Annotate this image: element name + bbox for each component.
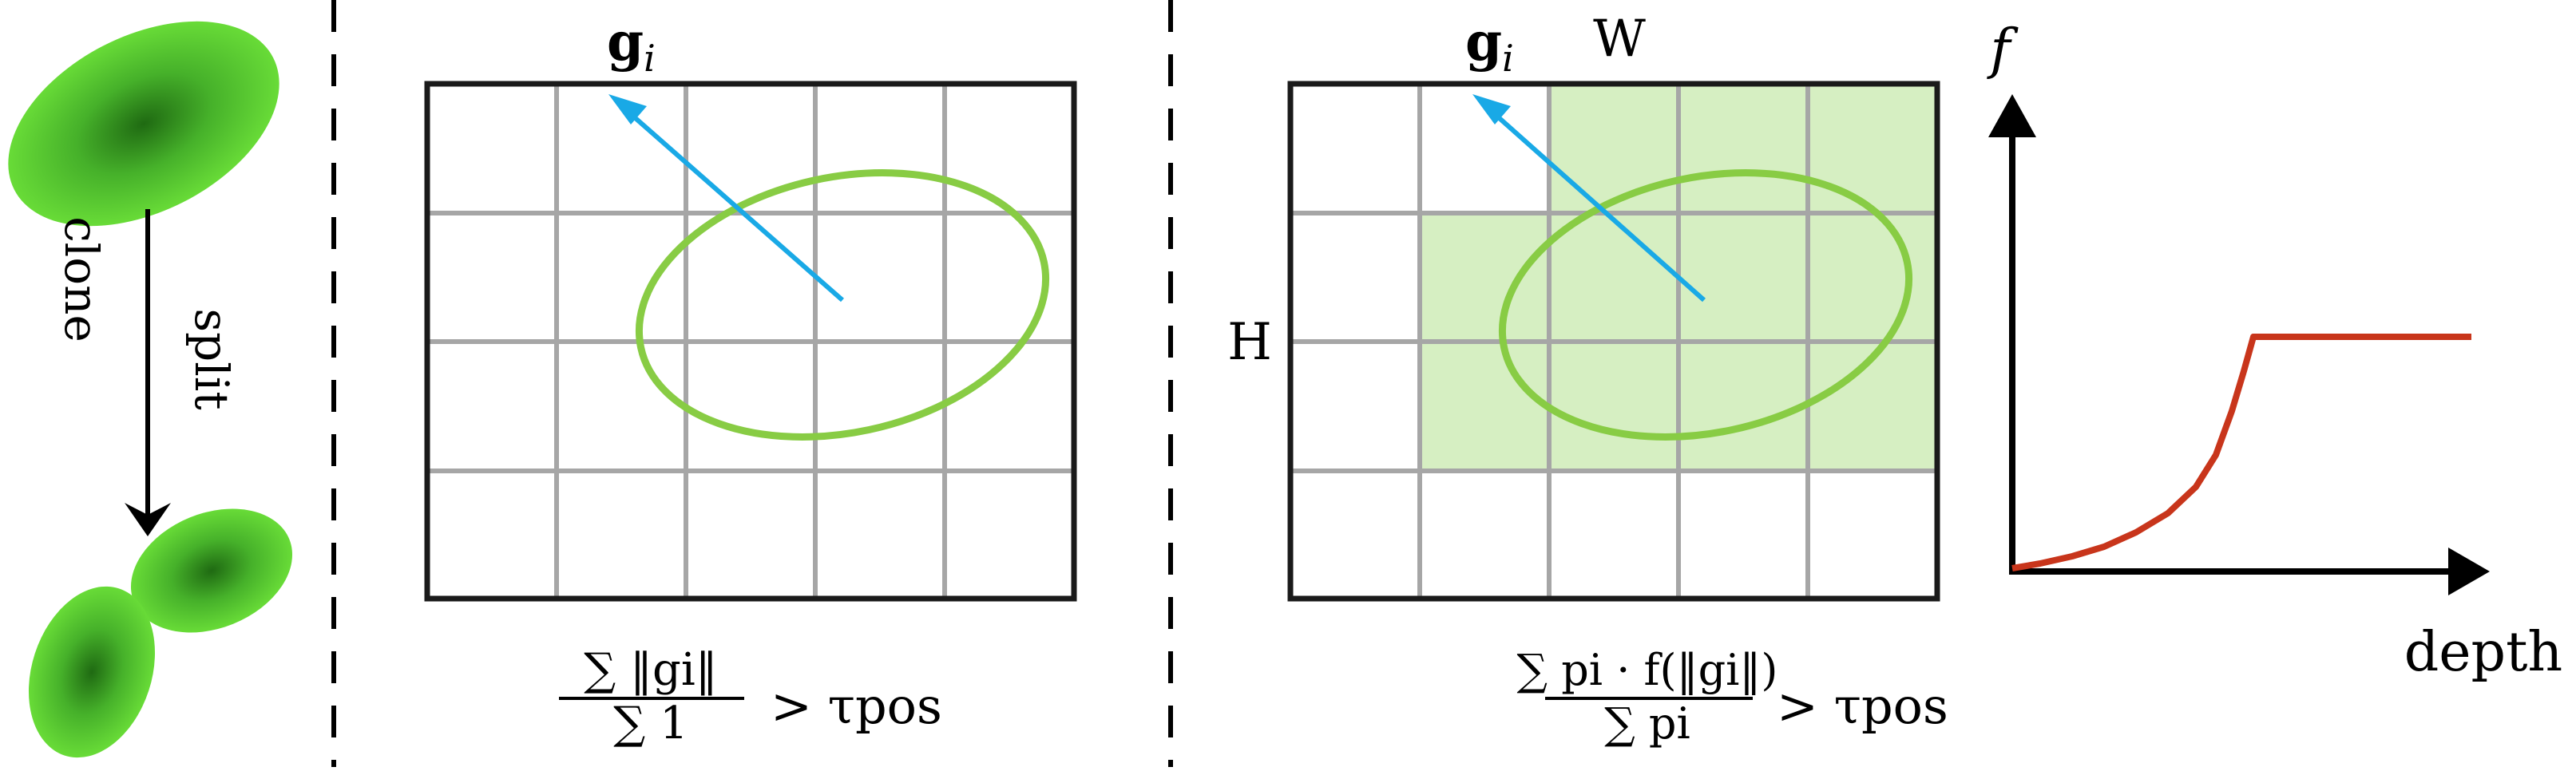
middle-grid-border bbox=[424, 81, 1077, 602]
left-panel: clone split bbox=[8, 21, 293, 758]
middle-formula-relation: > τpos bbox=[771, 677, 942, 735]
middle-gradient-arrowhead bbox=[608, 94, 647, 125]
right-panel: gi W H ∑ pi · f(‖gi‖) ∑ pi > τpos bbox=[1227, 10, 1948, 749]
middle-gradient-arrow bbox=[629, 112, 844, 302]
right-formula-denominator: ∑ pi bbox=[1604, 698, 1690, 749]
split-label: split bbox=[184, 308, 239, 409]
plot-x-label: depth bbox=[2404, 621, 2562, 684]
right-grid-border bbox=[1287, 81, 1940, 602]
middle-formula-denominator: ∑ 1 bbox=[613, 698, 688, 749]
right-grid bbox=[1290, 84, 1937, 599]
right-gradient-arrowhead bbox=[1472, 94, 1511, 125]
right-formula-relation: > τpos bbox=[1777, 677, 1948, 735]
right-gradient-arrow bbox=[1493, 112, 1706, 302]
plot-y-label: f bbox=[1986, 18, 2019, 81]
right-gaussian-outline bbox=[1498, 169, 1913, 441]
clone-label: clone bbox=[54, 216, 109, 342]
split-clone-arrowhead bbox=[125, 503, 171, 536]
plot-x-arrowhead bbox=[2448, 548, 2490, 595]
width-label: W bbox=[1593, 10, 1646, 69]
split-gaussian-upper bbox=[130, 508, 293, 633]
split-gaussian-lower bbox=[28, 586, 156, 758]
middle-formula-numerator: ∑ ‖gi‖ bbox=[584, 644, 718, 696]
middle-grid bbox=[427, 84, 1074, 599]
f-depth-curve bbox=[2011, 334, 2471, 571]
middle-formula: ∑ ‖gi‖ ∑ 1 > τpos bbox=[559, 644, 942, 749]
f-depth-plot: f depth bbox=[1986, 18, 2562, 684]
middle-gaussian-outline bbox=[635, 169, 1050, 441]
middle-panel: gi ∑ ‖gi‖ ∑ 1 > τpos bbox=[424, 10, 1077, 749]
right-gradient-label: gi bbox=[1465, 10, 1514, 80]
right-formula: ∑ pi · f(‖gi‖) ∑ pi > τpos bbox=[1516, 645, 1948, 749]
middle-gradient-label: gi bbox=[607, 10, 656, 80]
original-gaussian bbox=[8, 21, 279, 227]
height-label: H bbox=[1227, 313, 1272, 372]
plot-y-arrowhead bbox=[1988, 94, 2036, 137]
right-formula-numerator: ∑ pi · f(‖gi‖) bbox=[1516, 645, 1777, 695]
